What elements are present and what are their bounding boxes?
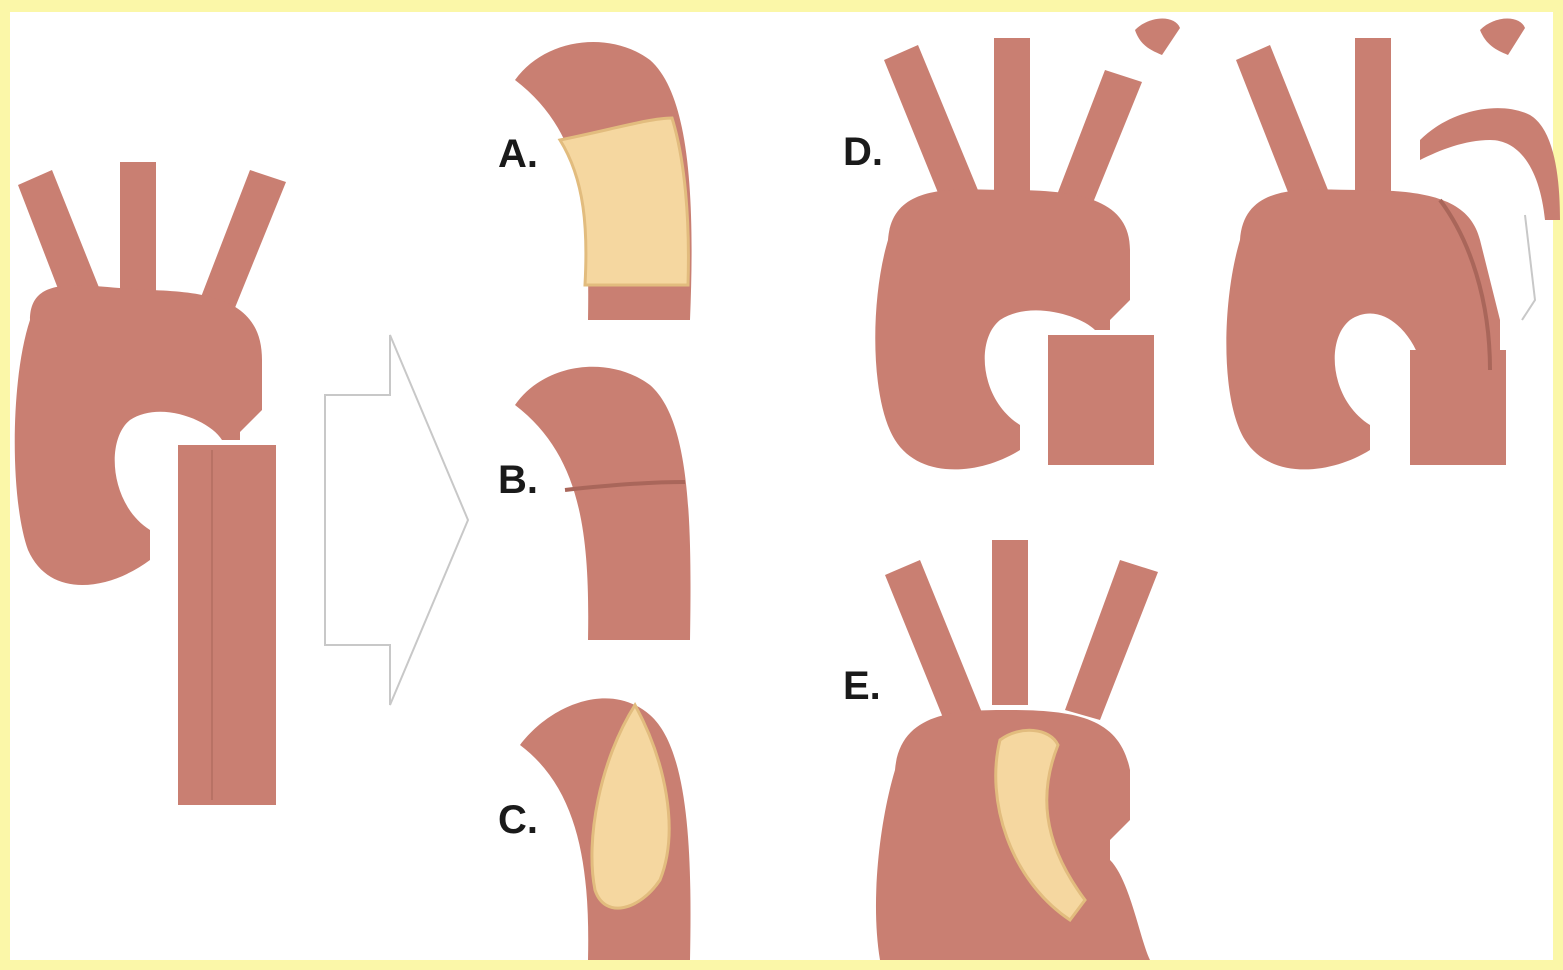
arrow-shape [325,335,468,705]
ligature-d [1522,215,1535,320]
repair-d-after [1226,18,1560,469]
label-d: D. [843,130,883,175]
label-a: A. [498,132,538,177]
repair-d-before [875,18,1180,469]
label-e: E. [843,664,881,709]
original-aorta [15,162,286,805]
repair-b [515,367,691,640]
repair-a [515,42,692,320]
graft-a [560,118,688,285]
label-c: C. [498,798,538,843]
repair-c [520,698,691,960]
label-b: B. [498,458,538,503]
vessel-b [515,367,691,640]
descending-aorta [178,445,276,805]
